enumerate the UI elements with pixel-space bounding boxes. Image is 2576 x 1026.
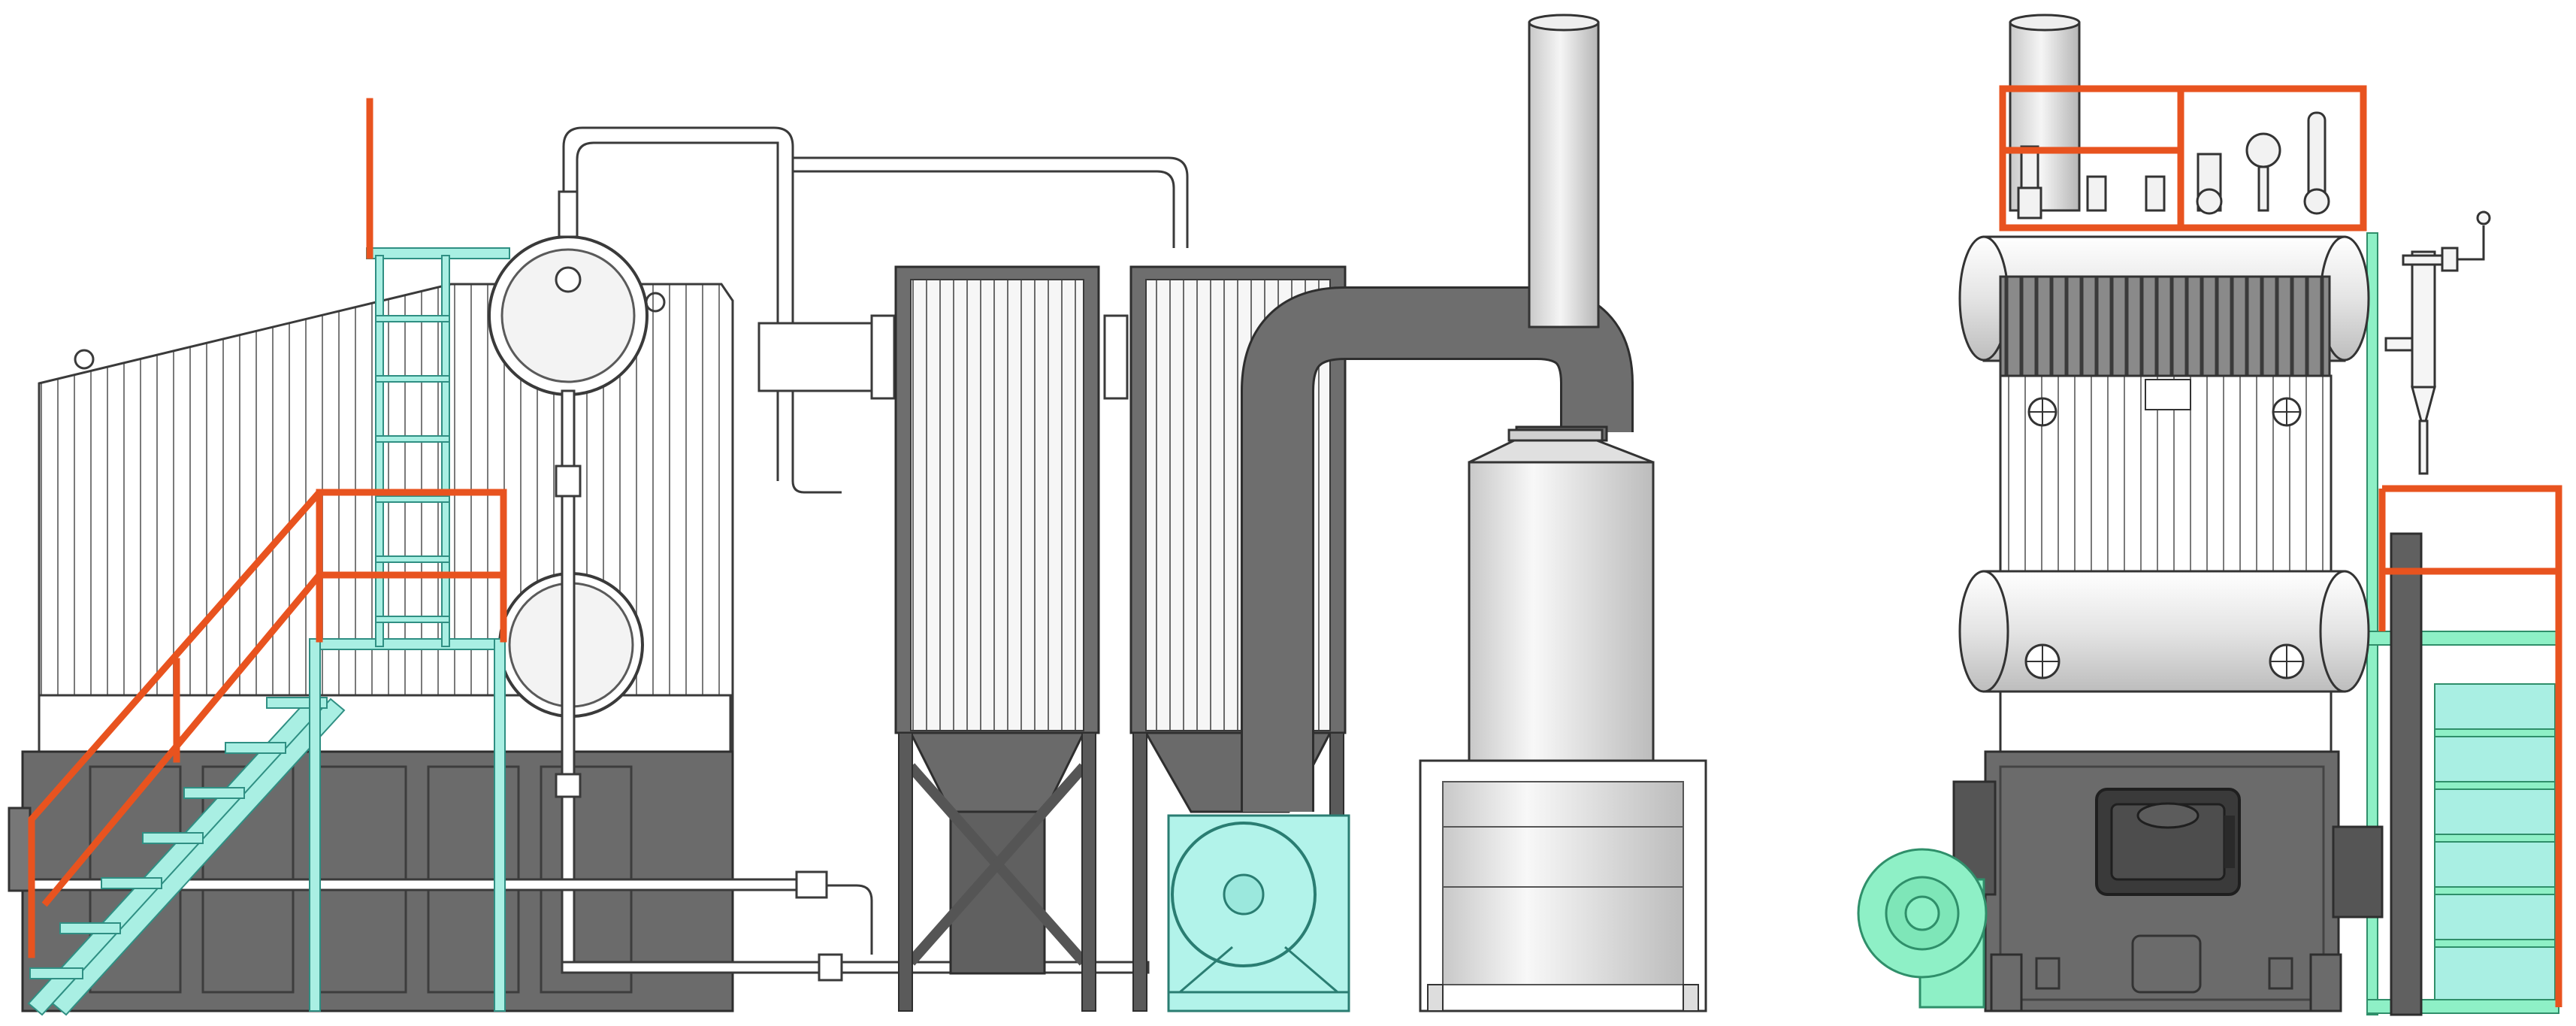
water-scrubber-tank [1419, 428, 1707, 1012]
platform-frame [309, 638, 506, 1012]
furnace-door [2095, 788, 2241, 896]
front-steam-drum [1958, 235, 2370, 380]
side-column [2390, 532, 2423, 1016]
ladder [366, 247, 510, 647]
stair [27, 697, 346, 1016]
chimney [1528, 14, 1600, 328]
front-platform [1999, 85, 2367, 232]
water-level-gauge [2384, 210, 2491, 475]
handrail [28, 98, 507, 958]
front-chimney [2009, 14, 2081, 212]
side-elevation-view [8, 14, 1707, 1016]
front-lower-drum [1958, 570, 2370, 753]
front-tube-bank [1999, 374, 2333, 610]
side-handrail [2378, 485, 2562, 1007]
induced-draft-fan [1167, 814, 1350, 1012]
steam-piping [562, 126, 1189, 494]
front-elevation-view [1857, 14, 2562, 1016]
steam-drum [488, 190, 649, 396]
drum-fittings [2017, 111, 2330, 219]
forced-draft-fan [1857, 848, 1988, 1009]
dust-collector-1 [894, 265, 1100, 1012]
